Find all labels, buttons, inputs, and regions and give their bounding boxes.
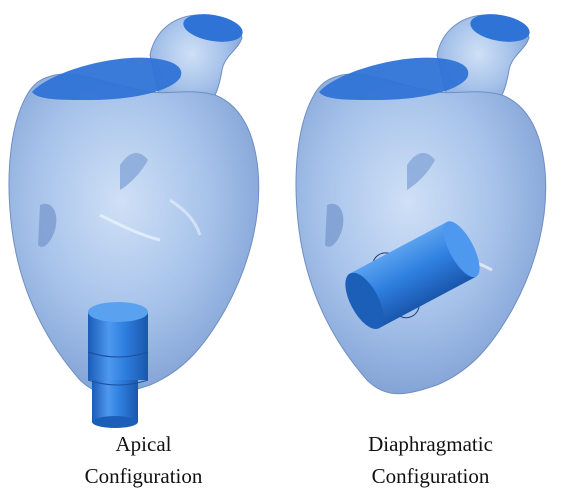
- caption-diaphragmatic: Diaphragmatic Configuration: [287, 428, 574, 492]
- diaphragmatic-panel: Diaphragmatic Configuration: [287, 0, 574, 500]
- caption-line-1: Apical: [0, 428, 287, 460]
- caption-line-1: Diaphragmatic: [287, 428, 574, 460]
- apical-panel: Apical Configuration: [0, 0, 287, 500]
- vad-device-apical: [88, 302, 148, 428]
- caption-line-2: Configuration: [287, 460, 574, 492]
- heart-model-apical: [0, 0, 287, 430]
- caption-line-2: Configuration: [0, 460, 287, 492]
- heart-model-diaphragmatic: [287, 0, 574, 430]
- caption-apical: Apical Configuration: [0, 428, 287, 492]
